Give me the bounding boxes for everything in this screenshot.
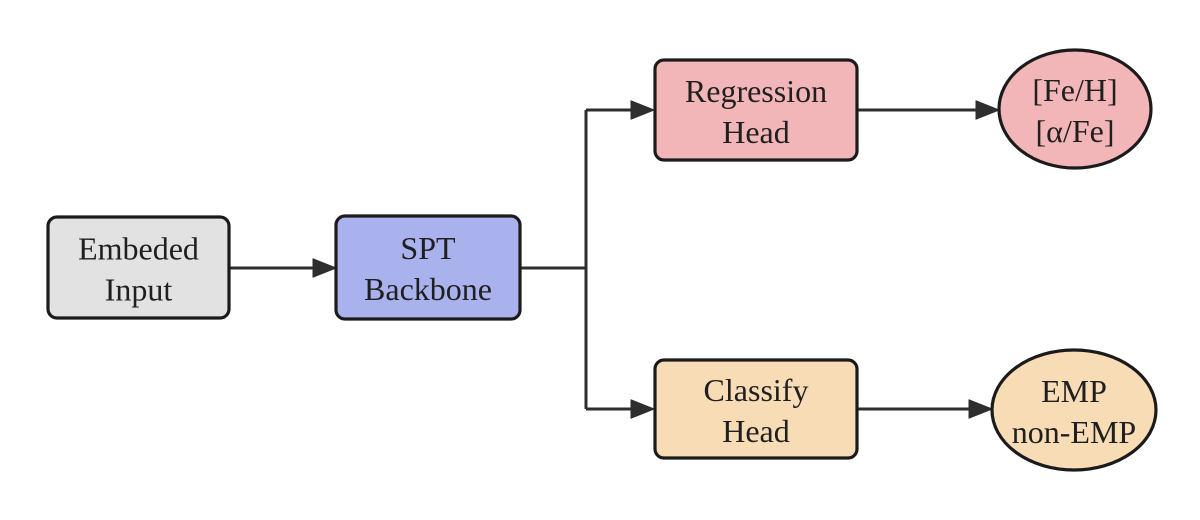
node-regression-head-label-line1: Regression: [685, 73, 827, 109]
node-abundance-output: [Fe/H] [α/Fe]: [997, 48, 1153, 170]
node-abundance-output-label-line2: [α/Fe]: [1036, 113, 1115, 149]
edge-regression-to-output: [857, 100, 1000, 120]
node-abundance-output-shape: [997, 48, 1153, 170]
node-embeded-input-shape: [46, 215, 231, 320]
node-embeded-input-label-line1: Embeded: [78, 231, 199, 267]
node-embeded-input-label-line2: Input: [105, 272, 173, 308]
node-classify-head-label-line1: Classify: [704, 372, 809, 408]
node-abundance-output-label-line1: [Fe/H]: [1032, 72, 1117, 108]
edge-backbone-split: [520, 100, 655, 419]
node-emp-output-shape: [990, 348, 1158, 472]
arrowhead-icon: [968, 399, 993, 419]
node-emp-output: EMP non-EMP: [990, 348, 1158, 472]
node-classify-head-label-line2: Head: [722, 413, 790, 449]
node-regression-head-label-line2: Head: [722, 114, 790, 150]
node-embeded-input: Embeded Input: [46, 215, 231, 320]
node-emp-output-label-line2: non-EMP: [1012, 414, 1136, 450]
node-spt-backbone-label-line1: SPT: [400, 230, 456, 266]
node-emp-output-label-line1: EMP: [1041, 373, 1107, 409]
node-regression-head-shape: [653, 58, 859, 162]
node-spt-backbone: SPT Backbone: [334, 214, 522, 321]
node-regression-head: Regression Head: [653, 58, 859, 162]
node-spt-backbone-label-line2: Backbone: [364, 271, 492, 307]
node-spt-backbone-shape: [334, 214, 522, 321]
arrowhead-icon: [630, 399, 655, 419]
arrowhead-icon: [975, 100, 1000, 120]
edge-classify-to-output: [857, 399, 993, 419]
arrowhead-icon: [630, 100, 655, 120]
node-classify-head-shape: [653, 358, 859, 460]
arrowhead-icon: [312, 258, 337, 278]
node-classify-head: Classify Head: [653, 358, 859, 460]
edge-input-to-backbone: [230, 258, 337, 278]
